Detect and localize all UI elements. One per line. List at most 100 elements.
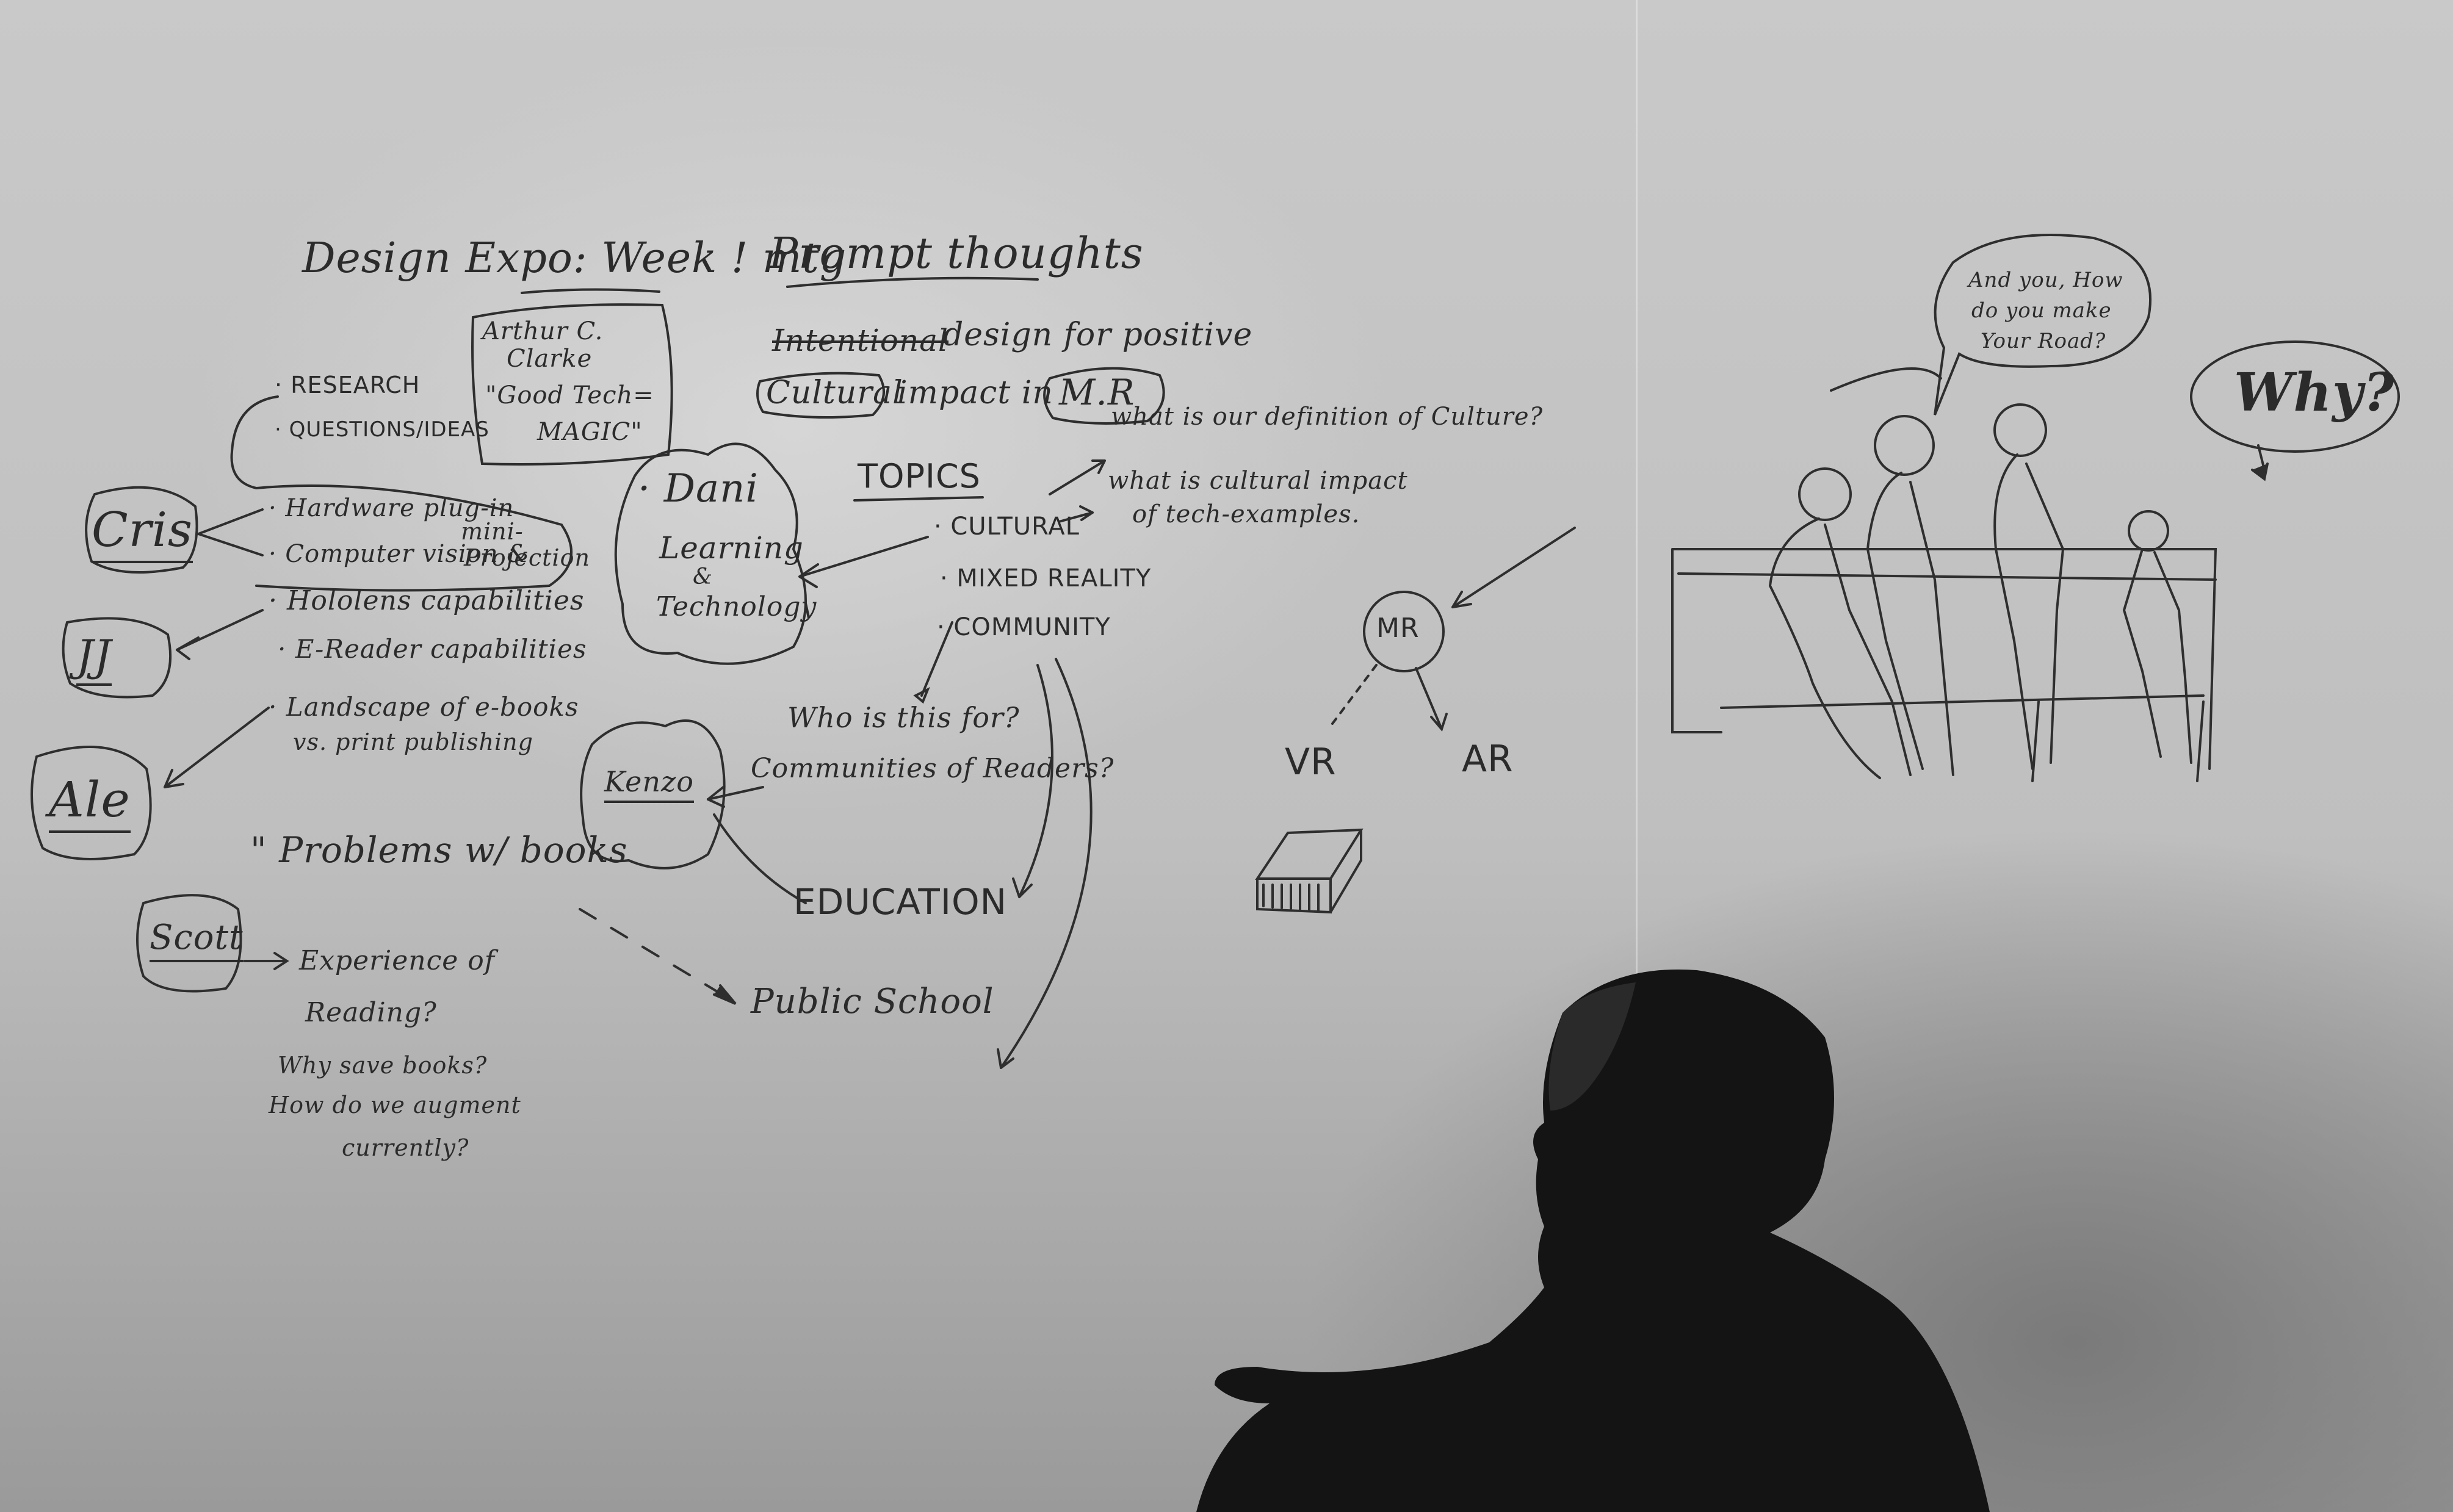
problems-dashed-arrow [580, 909, 732, 1001]
prompt-line-1: design for positive [943, 317, 1253, 353]
figure-2-head [1875, 416, 1934, 475]
speech-line-3: Your Road? [1981, 329, 2106, 353]
public-school-label: Public School [751, 982, 994, 1021]
person-body [1196, 969, 1990, 1512]
mr-to-ar-arrow [1416, 668, 1447, 729]
scott-circle [137, 895, 241, 991]
quote-line-4: MAGIC" [537, 418, 643, 446]
kenzo-arrow-1 [708, 787, 763, 799]
dani-arrow [800, 537, 928, 587]
vr-label: VR [1285, 741, 1337, 783]
dani-ampersand: & [693, 564, 714, 589]
topic-item-print: vs. print publishing [293, 729, 533, 755]
mini-label: mini- [461, 518, 524, 545]
ale-circle [32, 747, 151, 859]
culture-question-2: what is cultural impact [1108, 467, 1408, 495]
community-arrow [916, 622, 952, 702]
communities-of-readers: Communities of Readers? [751, 753, 1115, 784]
scott-question-3: Why save books? [278, 1052, 488, 1079]
name-scott: Scott [150, 918, 244, 963]
cris-connector [198, 509, 262, 555]
device-keys [1263, 885, 1318, 910]
jj-circle [63, 618, 171, 697]
problems-with-books: " Problems w/ books [250, 829, 628, 871]
name-jj: JJ [76, 632, 112, 686]
research-bracket [232, 397, 278, 488]
dani-cloud-outline [616, 444, 806, 663]
topic-cultural: · CULTURAL [934, 513, 1080, 541]
figure-1-body [1770, 519, 1910, 778]
cultural-circle [757, 373, 884, 417]
scott-question-1: Experience of [299, 945, 496, 976]
prompt-underline [787, 278, 1038, 287]
mr-incoming-arrow [1453, 528, 1575, 607]
device-sketch [1257, 830, 1361, 912]
mr-circle [1044, 369, 1164, 423]
topic-item-hololens: · Hololens capabilities [269, 585, 585, 616]
speech-line-1: And you, How [1968, 268, 2123, 292]
topic-item-landscape: · Landscape of e-books [269, 692, 579, 722]
figure-4-body [2124, 549, 2191, 763]
prompt-mr: M.R [1059, 372, 1135, 413]
jj-arrow [177, 610, 262, 650]
figure-3-head [1995, 405, 2046, 456]
quote-line-2: Clarke [507, 345, 593, 373]
why-bubble-outline [2191, 342, 2399, 452]
research-item: · RESEARCH [275, 372, 421, 398]
why-label: Why? [2234, 362, 2395, 423]
culture-question-1: what is our definition of Culture? [1111, 403, 1544, 431]
questions-ideas-item: · QUESTIONS/IDEAS [275, 417, 490, 442]
mr-node-circle [1364, 592, 1443, 671]
who-is-this-for: Who is this for? [787, 701, 1020, 734]
dani-technology: Technology [656, 591, 817, 622]
problems-arrowhead [714, 985, 735, 1004]
scott-question-4: How do we augment [269, 1092, 521, 1118]
topic-item-ereader: · E-Reader capabilities [278, 634, 587, 664]
ale-arrow [165, 708, 269, 787]
title-underline [522, 289, 659, 293]
projection-label: Projection [464, 544, 590, 571]
figure-3-body [1995, 455, 2063, 769]
topic-item-hardware: · Hardware plug-in [269, 494, 515, 522]
dani-name: · Dani [638, 466, 759, 511]
speech-line-2: do you make [1971, 298, 2112, 323]
quote-line-1: Arthur C. [482, 317, 604, 345]
person-face-shadow [1548, 982, 1636, 1111]
name-cris: Cris [92, 503, 193, 563]
culture-arrow-1 [1050, 461, 1105, 494]
name-ale: Ale [49, 772, 131, 833]
figure-1-head [1799, 469, 1851, 520]
topic-items-bracket [256, 486, 571, 591]
scott-arrow [244, 953, 287, 969]
culture-question-3: of tech-examples. [1132, 500, 1360, 528]
community-to-school-arrow [998, 659, 1091, 1068]
ar-label: AR [1462, 738, 1514, 780]
topics-underline [854, 497, 983, 500]
prompt-cultural: Cultural [766, 375, 903, 411]
education-to-kenzo-arrow [714, 815, 806, 903]
prompt-impact-in: impact in [897, 375, 1053, 411]
prompt-heading: Prompt thoughts [769, 228, 1144, 278]
board-title: Design Expo: Week ! mtg [302, 234, 847, 283]
dani-learning: Learning [659, 530, 804, 566]
community-to-education-arrow [1013, 665, 1052, 897]
figure-2-body [1831, 369, 1953, 775]
scott-question-5: currently? [342, 1134, 469, 1161]
mr-to-vr-line [1331, 665, 1376, 726]
education-label: EDUCATION [793, 881, 1008, 923]
mr-node-label: MR [1376, 613, 1420, 644]
topic-mixed-reality: · MIXED REALITY [940, 564, 1152, 592]
topics-heading: TOPICS [858, 457, 981, 495]
name-kenzo: Kenzo [604, 766, 694, 803]
speech-bubble-outline [1935, 235, 2150, 415]
quote-line-3: "Good Tech= [485, 381, 654, 409]
topic-item-computer-vision: · Computer vision & [269, 540, 529, 568]
whiteboard-panel-seam [1636, 0, 1638, 1512]
culture-arrow-2 [1059, 506, 1093, 522]
bench-sketch [1672, 549, 2216, 781]
figure-4-head [2129, 511, 2168, 550]
quote-box-outline [472, 304, 672, 464]
